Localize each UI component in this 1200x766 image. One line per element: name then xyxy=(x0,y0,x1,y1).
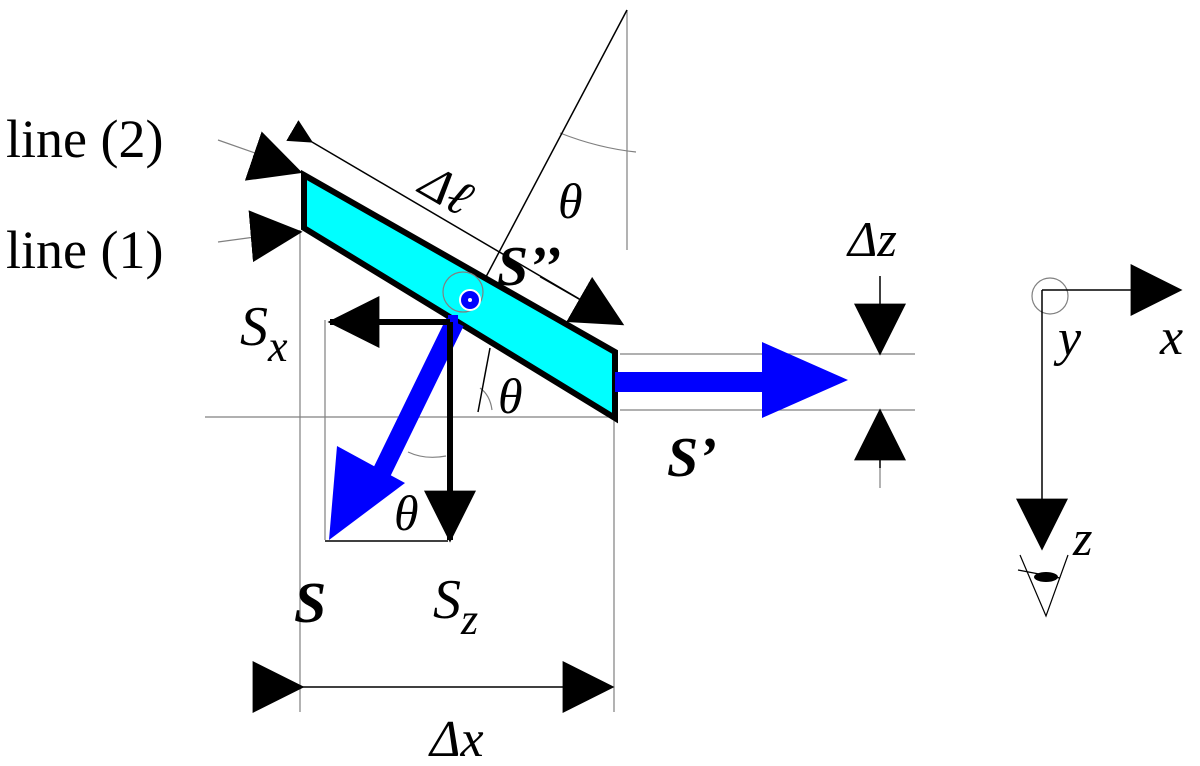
vector-s-double-prime xyxy=(539,276,625,326)
label-sx: Sx xyxy=(240,296,288,371)
arrow-line2 xyxy=(244,131,303,181)
label-delta-z: Δz xyxy=(846,211,897,267)
label-theta-bottom: θ xyxy=(394,485,419,541)
center-point xyxy=(442,271,484,313)
label-delta-l: Δℓ xyxy=(410,152,483,227)
s-double-prime-marker xyxy=(448,315,458,325)
y-axis-circle-icon xyxy=(1031,277,1069,315)
label-delta-x: Δx xyxy=(428,711,484,766)
label-axis-x: x xyxy=(1159,309,1183,366)
normal-line-lower xyxy=(477,347,491,413)
eye-cone xyxy=(1019,554,1069,618)
theta-arc-bottom xyxy=(407,451,447,458)
vector-s-shaft xyxy=(369,317,464,485)
label-sx-main: S xyxy=(240,296,268,358)
label-sz: Sz xyxy=(433,569,478,644)
vector-s-prime-shaft xyxy=(615,372,765,392)
label-line2: line (2) xyxy=(6,109,163,169)
component-vectors xyxy=(327,276,625,543)
theta-arc-top xyxy=(559,132,637,153)
center-dot-inner xyxy=(468,298,472,302)
center-outer-ring xyxy=(442,271,484,313)
vector-s-prime-head xyxy=(762,342,848,418)
label-axis-z: z xyxy=(1072,510,1092,566)
label-s-prime: S’ xyxy=(667,427,717,489)
label-s-double-prime: S’’ xyxy=(497,236,561,298)
arrow-line1 xyxy=(248,210,303,263)
label-sx-sub: x xyxy=(267,322,288,371)
eye-pupil xyxy=(1034,572,1058,582)
dimension-arrows xyxy=(252,276,906,713)
label-theta-top: θ xyxy=(558,173,583,229)
label-sz-main: S xyxy=(433,569,461,631)
blue-vectors xyxy=(329,315,848,540)
label-theta-mid: θ xyxy=(498,368,523,424)
label-axis-y: y xyxy=(1053,310,1082,367)
labels: line (2) line (1) Δℓ θ S’’ Δz Sx θ S’ θ … xyxy=(6,109,1183,766)
leader-line2 xyxy=(217,139,293,167)
coordinate-axes xyxy=(1016,264,1183,618)
label-s: S xyxy=(294,570,326,635)
plate xyxy=(301,169,618,424)
label-line1: line (1) xyxy=(6,220,163,280)
label-sz-sub: z xyxy=(460,595,478,644)
eye-icon xyxy=(1017,554,1069,618)
vector-s-head xyxy=(329,446,405,540)
